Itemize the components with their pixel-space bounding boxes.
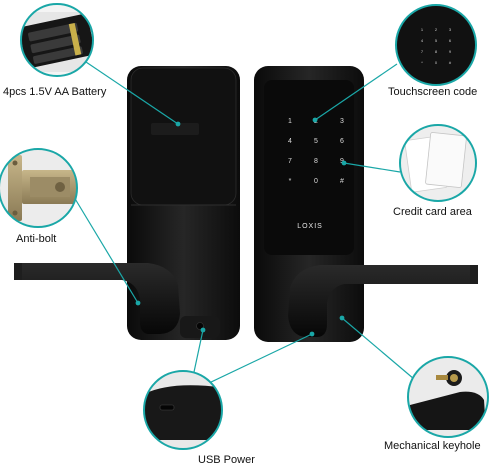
mini-keypad-key: 3 — [449, 27, 452, 32]
usb-detail-circle — [143, 370, 223, 450]
cover-latch — [151, 123, 199, 135]
battery-detail-circle — [20, 3, 94, 77]
right-lever-handle — [288, 265, 477, 337]
callout-dots — [135, 117, 347, 337]
anti-bolt-detail-circle — [0, 148, 78, 228]
keypad-key: 3 — [340, 118, 344, 125]
usb-port-icon — [196, 322, 204, 330]
mini-keypad-key: 7 — [421, 49, 424, 54]
keypad-key: 7 — [288, 158, 292, 165]
keyhole-label: Mechanical keyhole — [384, 440, 481, 452]
battery-cover — [130, 67, 237, 206]
anti-bolt-label: Anti-bolt — [16, 233, 57, 245]
keypad-key: # — [340, 178, 344, 185]
mini-keypad-key: 0 — [435, 60, 438, 65]
keypad-key: 6 — [340, 138, 344, 145]
mini-keypad-key: 2 — [435, 27, 438, 32]
keypad-key: 1 — [288, 118, 292, 125]
mini-keypad-key: 6 — [449, 38, 452, 43]
mini-keypad-key: 5 — [435, 38, 438, 43]
credit-card-detail-circle — [399, 124, 477, 202]
mini-keypad: 1 2 3 4 5 6 7 8 9 * 0 # — [421, 27, 452, 65]
touchscreen-label: Touchscreen code — [388, 86, 478, 98]
keyhole-detail-circle — [407, 356, 489, 438]
mini-keypad-key: 9 — [449, 49, 452, 54]
keypad-key: 4 — [288, 138, 292, 145]
usb-power-label: USB Power — [198, 454, 255, 466]
battery-label: 4pcs 1.5V AA Battery — [3, 86, 107, 98]
left-lock-unit — [14, 66, 240, 340]
touchscreen-detail-circle: 1 2 3 4 5 6 7 8 9 * 0 # — [395, 4, 477, 86]
mini-keypad-key: # — [449, 60, 452, 65]
mini-keypad-key: 4 — [421, 38, 424, 43]
keypad-key: * — [289, 178, 292, 185]
keypad-key: 9 — [340, 158, 344, 165]
mini-keypad-key: 1 — [421, 27, 424, 32]
mini-keypad-key: 8 — [435, 49, 438, 54]
credit-card-label: Credit card area — [393, 206, 472, 218]
keypad-key: 0 — [314, 178, 318, 185]
touch-panel — [264, 80, 354, 255]
left-lever-handle — [14, 263, 180, 334]
keypad-key: 8 — [314, 158, 318, 165]
brand-logo: LOXIS — [297, 223, 323, 230]
keypad-key: 5 — [314, 138, 318, 145]
mini-keypad-key: * — [421, 60, 423, 65]
